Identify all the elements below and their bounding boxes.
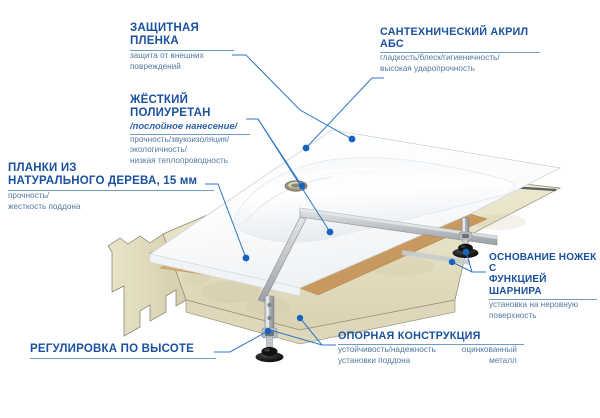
dot-support-frame-b: [448, 258, 456, 266]
marker-dots: [242, 135, 470, 335]
callout-desc-support-frame: устойчивость/надежность установки поддон…: [338, 345, 436, 365]
callout-desc-support-frame-material: оцинкованный металл: [461, 345, 517, 365]
callout-natural-wood-battens: ПЛАНКИ ИЗ НАТУРАЛЬНОГО ДЕРЕВА, 15 мм про…: [8, 162, 214, 213]
callout-rule: [380, 52, 540, 54]
basin-shadow: [245, 176, 333, 223]
callout-sanitary-acrylic-abs: САНТЕХНИЧЕСКИЙ АКРИЛ АБС гладкость/блеск…: [380, 26, 540, 75]
acrylic-front-edge: [149, 253, 301, 297]
callout-title-support-frame: ОПОРНАЯ КОНСТРУКЦИЯ: [338, 330, 481, 342]
callout-protective-film: ЗАЩИТНАЯ ПЛЕНКА защита от внешних повреж…: [130, 22, 234, 73]
leader-height-adjust: [214, 330, 269, 353]
leader-hinged-base: [465, 251, 486, 273]
dot-support-frame-a: [296, 314, 304, 322]
leader-polyurethane-2: [246, 118, 303, 187]
callout-height-adjustment: РЕГУЛИРОВКА ПО ВЫСОТЕ: [30, 343, 216, 359]
dot-acrylic-abs: [302, 144, 310, 152]
foam-texture: [182, 214, 526, 314]
callout-desc-rigid-polyurethane: прочность/звукоизоляция/ экологичность/ …: [130, 134, 230, 166]
callout-rule: [489, 298, 597, 300]
callout-desc-hinged-leg-base: установка на неровную поверхность: [489, 299, 578, 320]
leader-support-frame-a: [299, 317, 336, 346]
leader-acrylic-abs: [305, 77, 384, 149]
dot-protective-film: [348, 135, 356, 143]
basin-recess: [233, 157, 515, 243]
basin-highlight: [251, 168, 493, 215]
callout-support-frame: ОПОРНАЯ КОНСТРУКЦИЯ устойчивость/надежно…: [338, 330, 524, 367]
callout-desc-sanitary-acrylic-abs: гладкость/блеск/гигиеничность/ высокая у…: [380, 53, 500, 74]
dot-polyurethane: [326, 228, 334, 236]
callout-title-hinged-leg-base: ОСНОВАНИЕ НОЖЕК С ФУНКЦИЕЙ ШАРНИРА: [489, 252, 597, 297]
callout-rule: [130, 133, 250, 135]
leader-polyurethane: [246, 118, 331, 233]
callout-hinged-leg-base: ОСНОВАНИЕ НОЖЕК С ФУНКЦИЕЙ ШАРНИРА устан…: [489, 252, 597, 322]
leader-protective-film: [232, 54, 353, 140]
leader-hinged-base-2: [451, 261, 486, 273]
callout-desc-protective-film: защита от внешних повреждений: [130, 50, 204, 71]
callout-rigid-polyurethane: ЖЁСТКИЙ ПОЛИУРЕТАН /послойное нанесение/…: [130, 94, 250, 167]
dot-height-adjust: [264, 327, 272, 335]
foam-left-cut-face: [107, 233, 187, 337]
callout-title-sanitary-acrylic-abs: САНТЕХНИЧЕСКИЙ АКРИЛ АБС: [380, 26, 529, 51]
callout-rule: [338, 344, 524, 346]
callout-rule: [130, 49, 234, 51]
callout-title-rigid-polyurethane: ЖЁСТКИЙ ПОЛИУРЕТАН: [130, 94, 211, 119]
callout-rule: [8, 189, 214, 191]
dot-hinged-base: [462, 248, 470, 256]
callout-subtitle-rigid-polyurethane: /послойное нанесение/: [130, 119, 238, 131]
leg-assembly-right: [452, 217, 479, 258]
drain-hole: [284, 180, 308, 192]
leg-assembly-left: [255, 295, 284, 363]
dot-polyurethane-2: [298, 182, 306, 190]
callout-title-height-adjustment: РЕГУЛИРОВКА ПО ВЫСОТЕ: [30, 343, 195, 355]
leader-support-frame-b: [269, 329, 336, 346]
callout-rule: [30, 357, 216, 359]
dot-wood-battens: [242, 254, 250, 262]
callout-title-protective-film: ЗАЩИТНАЯ ПЛЕНКА: [130, 22, 199, 47]
support-frame: [257, 207, 498, 303]
callout-title-natural-wood-battens: ПЛАНКИ ИЗ НАТУРАЛЬНОГО ДЕРЕВА, 15 мм: [8, 162, 198, 187]
callout-desc-natural-wood-battens: прочность/ жесткость поддона: [8, 190, 81, 211]
